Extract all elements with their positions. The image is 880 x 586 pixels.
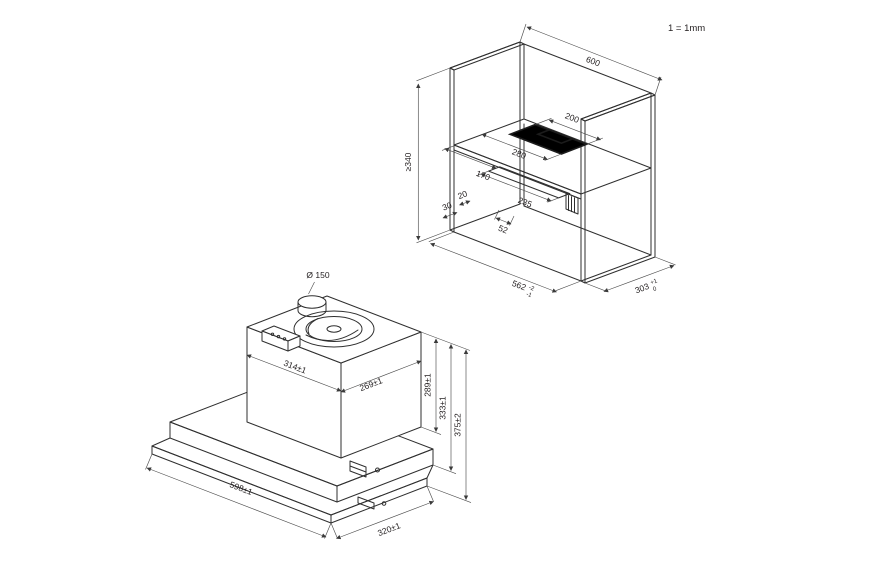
- dim-label-front-inset-small: 20: [456, 188, 469, 201]
- ext-niche-width: [428, 231, 582, 292]
- base-lower-right-face: [330, 477, 428, 524]
- cabinet-view: 600 ≥340 200 280 170 235 52 20 30 562 -2…: [403, 23, 676, 300]
- hood-view: Ø 150 314±1 269±1 289±1 333±1 375±2 598±…: [145, 270, 472, 540]
- dim-label-duct-diameter: Ø 150: [306, 270, 329, 280]
- floor-front-edge: [453, 231, 582, 282]
- dim-label-base-depth: 320±1: [376, 520, 402, 538]
- dim-label-rail-length: 235: [517, 195, 534, 210]
- duct-leader-line: [308, 281, 315, 295]
- dimline-side-depth: [603, 264, 675, 293]
- control-button-1: [270, 332, 275, 336]
- blower-hub: [326, 325, 342, 333]
- mounting-rail: [488, 166, 579, 215]
- dim-label-height-body: 289±1: [423, 373, 433, 397]
- blower-opening-inner: [305, 316, 363, 342]
- dim-label-cutout-width: 200: [564, 110, 581, 125]
- dim-label-base-width: 598±1: [228, 479, 254, 497]
- dimline-front-inset-small: [459, 200, 471, 206]
- dimline-base-width: [146, 467, 327, 538]
- side-depth-tol-top: +1: [650, 278, 659, 286]
- duct-collar-top: [297, 295, 327, 309]
- dimline-niche-width: [430, 242, 557, 293]
- rail-bracket-hatch: [568, 195, 575, 214]
- side-depth-value: 303: [634, 281, 651, 296]
- dim-label-height-total: 375±2: [453, 413, 463, 437]
- scale-note: 1 = 1mm: [668, 23, 705, 34]
- base-screw-1: [375, 467, 380, 473]
- dimline-rail-length: [480, 173, 552, 202]
- dimline-body-width: [246, 354, 342, 392]
- ext-side-depth: [584, 256, 676, 292]
- hood-dimension-lines: [145, 281, 472, 540]
- dimline-600: [526, 26, 663, 81]
- left-panel-top-edge: [449, 41, 525, 71]
- control-button-2: [276, 334, 281, 339]
- right-panel-inner-face: [580, 92, 652, 282]
- control-box-right: [287, 335, 301, 352]
- blower-opening-outer: [293, 310, 375, 348]
- dim-label-cutout-offset: 280: [511, 146, 528, 161]
- dimline-cutout-offset: [481, 133, 548, 161]
- niche-width-tol-bottom: -1: [525, 292, 533, 300]
- ext-base-width: [145, 453, 332, 539]
- side-depth-tol-bottom: 0: [652, 286, 658, 293]
- blower-swirl: [305, 318, 359, 341]
- dim-label-height-mid: 333±1: [438, 396, 448, 420]
- right-panel-top-edge: [580, 92, 656, 122]
- dimline-base-depth: [336, 500, 434, 540]
- base-latch-detail: [349, 460, 375, 510]
- ext-min-height: [416, 67, 451, 244]
- dim-label-front-inset-large: 30: [441, 200, 454, 213]
- hood-canopy: [246, 295, 422, 459]
- ext-heights: [420, 331, 472, 503]
- niche-width-value: 562: [511, 278, 528, 293]
- left-panel-outer-face: [449, 41, 521, 231]
- dim-label-rail-offset: 170: [475, 168, 492, 183]
- rail-bracket: [565, 192, 579, 215]
- niche-width-tol-top: -2: [528, 285, 536, 293]
- dim-label-600: 600: [585, 54, 602, 69]
- dimline-rail-offset: [444, 147, 497, 169]
- dimline-cutout-width: [548, 119, 602, 141]
- floor-back-edge: [523, 205, 652, 256]
- cabinet-dimension-lines: [416, 23, 676, 293]
- dim-label-niche-width: 562 -2 -1: [511, 278, 536, 300]
- dim-label-bracket-offset: 52: [497, 223, 510, 236]
- control-button-3: [282, 337, 287, 341]
- base-lower-top-edges: [151, 437, 434, 516]
- dimline-front-inset-large: [442, 211, 458, 219]
- rail-outline: [488, 166, 571, 199]
- dim-label-min-height: ≥340: [403, 152, 413, 171]
- dimline-bracket-offset: [495, 217, 512, 225]
- duct-collar-side: [297, 301, 327, 318]
- dimline-body-depth: [340, 360, 422, 393]
- dim-label-side-depth: 303 +1 0: [634, 278, 659, 296]
